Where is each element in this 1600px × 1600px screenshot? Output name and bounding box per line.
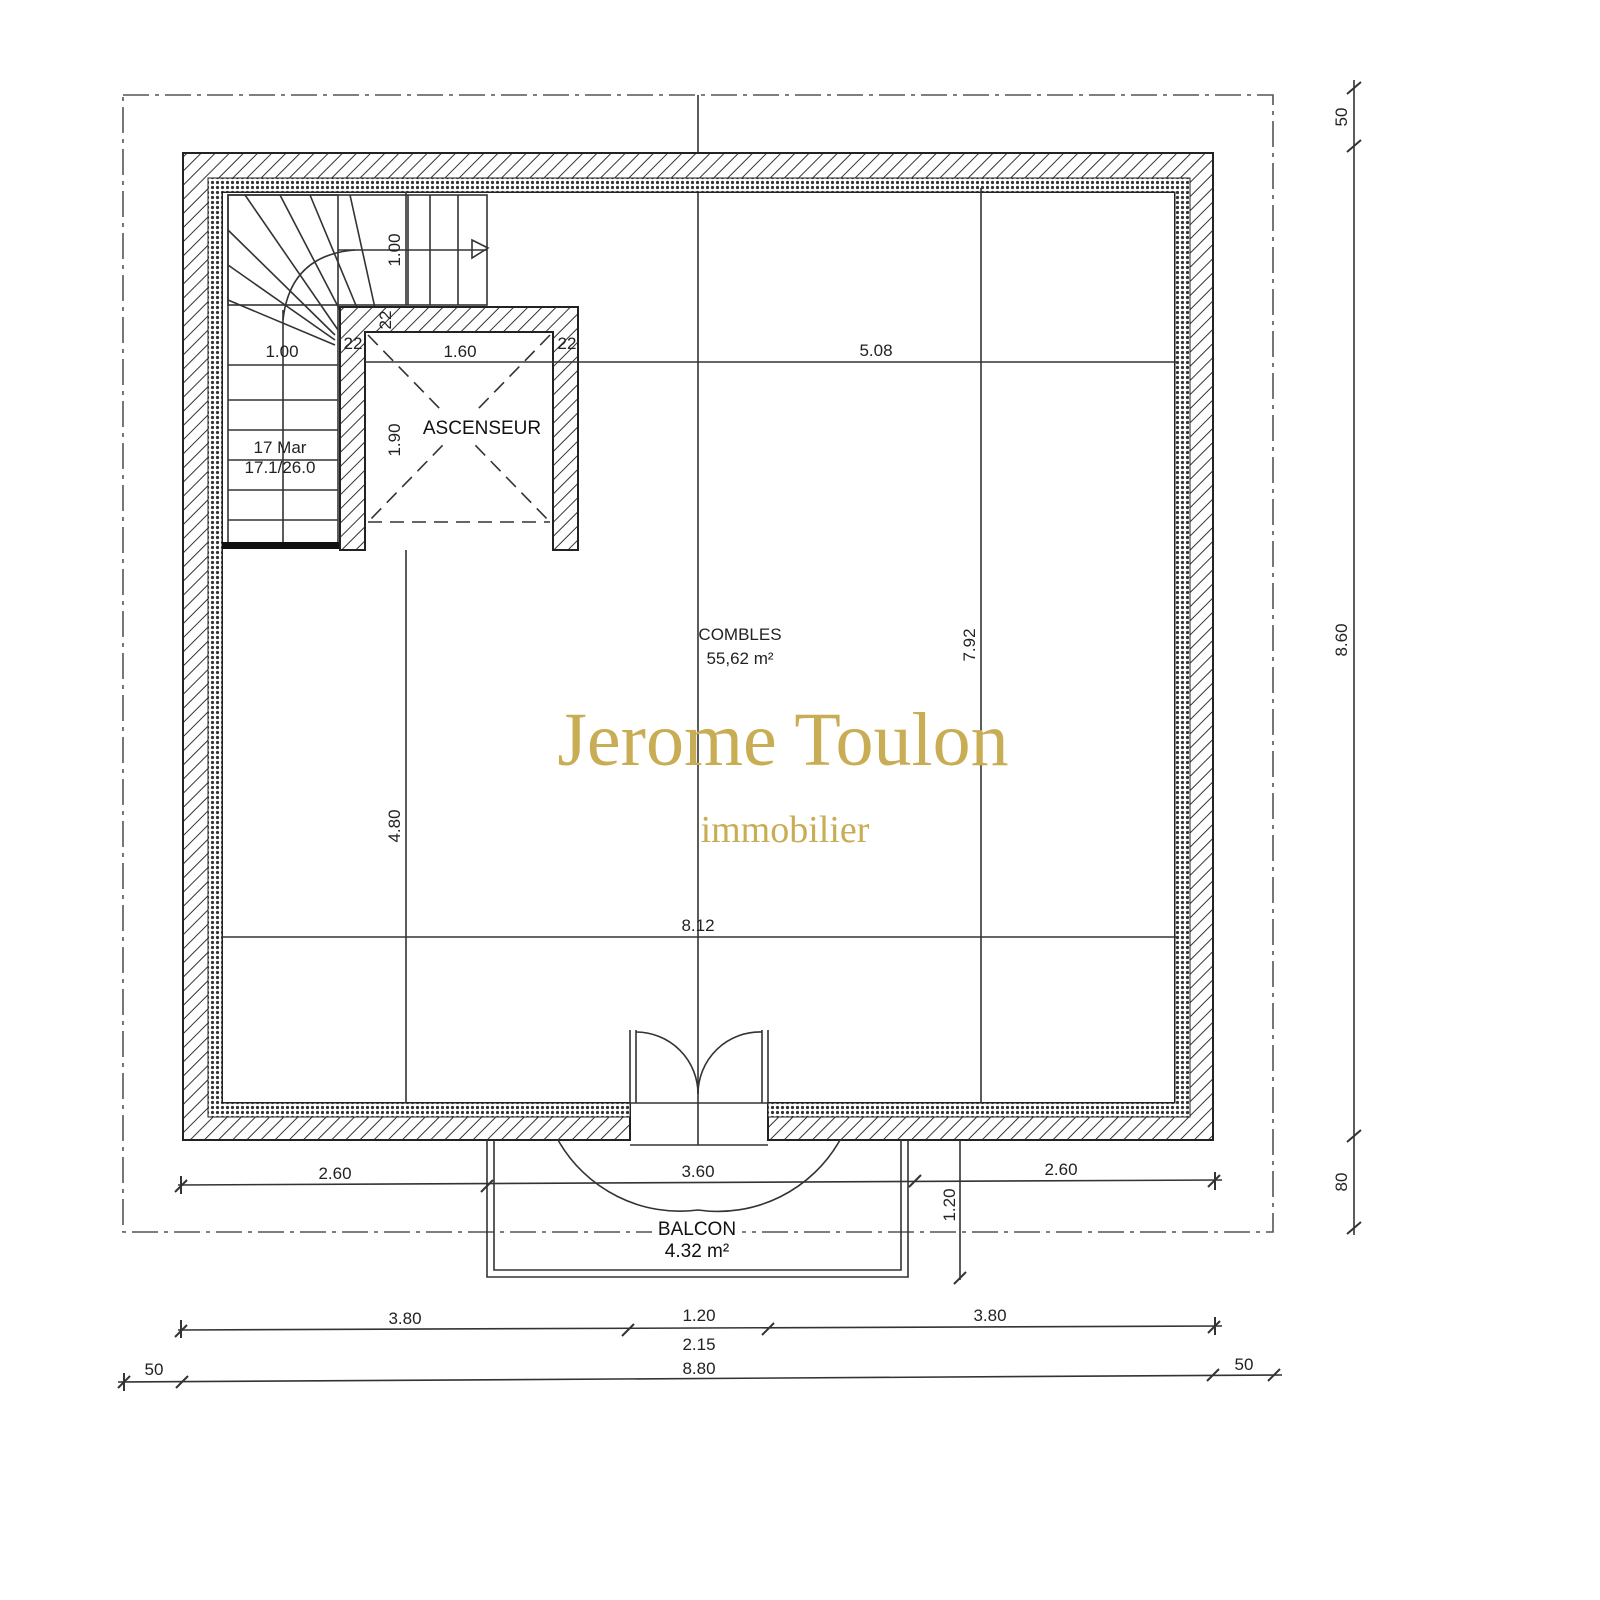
- stairs-detail: 17.1/26.0: [245, 458, 316, 477]
- dim-wall-c: 22: [558, 334, 577, 353]
- dim-stair-width: 1.00: [265, 342, 298, 361]
- dim-elevator-width: 1.60: [443, 342, 476, 361]
- dim-balcony-right: 2.60: [1044, 1160, 1077, 1179]
- dim-total-height: 8.60: [1332, 623, 1351, 656]
- dim-wall-a: 22: [344, 334, 363, 353]
- exterior-walls: [182, 152, 1214, 1141]
- dim-opening-left: 3.80: [388, 1309, 421, 1328]
- french-door: [629, 1030, 769, 1146]
- watermark-name: Jerome Toulon: [557, 698, 1008, 782]
- dim-right-width: 5.08: [859, 341, 892, 360]
- dim-margin-left: 50: [145, 1360, 164, 1379]
- dim-left-height: 4.80: [385, 809, 404, 842]
- dim-stair-run: 1.00: [385, 233, 404, 266]
- exterior-dimension-lines: [117, 80, 1362, 1391]
- dim-margin-bottom: 80: [1332, 1173, 1351, 1192]
- watermark-subtitle: immobilier: [701, 809, 870, 851]
- dim-opening: 1.20: [682, 1306, 715, 1325]
- dim-total-width: 8.80: [682, 1359, 715, 1378]
- dim-inner-width: 8.12: [681, 916, 714, 935]
- dim-opening-right: 3.80: [973, 1306, 1006, 1325]
- elevator-label: ASCENSEUR: [423, 418, 541, 439]
- room-area: 55,62 m²: [706, 649, 773, 668]
- dim-opening-height: 2.15: [682, 1335, 715, 1354]
- stairs-label: 17 Mar: [254, 438, 307, 457]
- dim-balcony-left: 2.60: [318, 1164, 351, 1183]
- dim-right-height: 7.92: [960, 628, 979, 661]
- dim-margin-right: 50: [1235, 1355, 1254, 1374]
- balcony-name: BALCON: [658, 1219, 736, 1240]
- staircase: 1.00 1.00 17 Mar 17.1/26.0: [222, 194, 490, 549]
- room-name: COMBLES: [698, 625, 781, 644]
- dim-balcony-width: 3.60: [681, 1162, 714, 1181]
- balcony-area: 4.32 m²: [665, 1241, 729, 1262]
- dim-wall-b: 22: [376, 311, 395, 330]
- dim-elevator-depth: 1.90: [385, 423, 404, 456]
- interior-dimension-lines: [222, 188, 1178, 1103]
- balcony: BALCON 4.32 m²: [486, 1139, 909, 1278]
- dim-balcony-depth: 1.20: [940, 1188, 959, 1221]
- elevator-shaft: ASCENSEUR 1.60 1.90 22 22 22: [339, 306, 579, 551]
- dim-margin-top: 50: [1332, 108, 1351, 127]
